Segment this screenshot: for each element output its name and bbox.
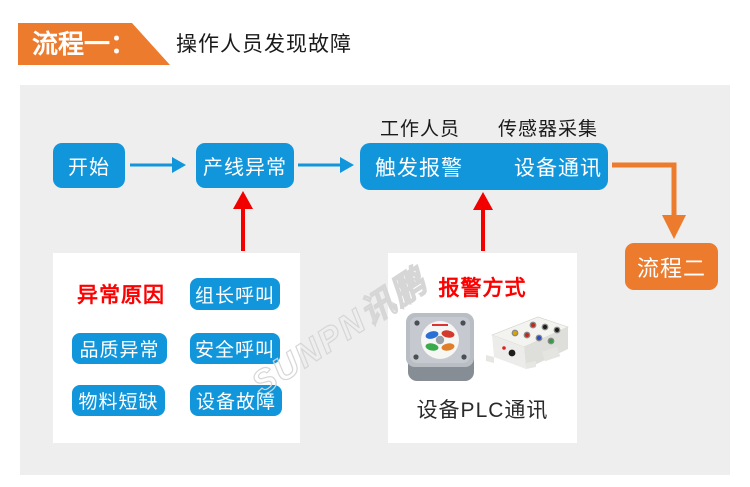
node-start: 开始 (53, 143, 125, 188)
andon-button-box-image (406, 313, 474, 381)
page-title: 操作人员发现故障 (176, 33, 352, 56)
cause-item-equipment-fault: 设备故障 (190, 385, 282, 416)
cause-item-safety-call: 安全呼叫 (190, 333, 280, 364)
node-trigger-alarm-label: 触发报警 (375, 156, 463, 180)
cause-panel-title: 异常原因 (77, 284, 165, 307)
plc-io-box-image (486, 316, 569, 369)
node-alarm-comm: 触发报警 设备通讯 (360, 143, 608, 190)
label-staff: 工作人员 (380, 119, 461, 140)
cause-item-material: 物料短缺 (72, 385, 165, 416)
alarm-panel-caption: 设备PLC通讯 (416, 399, 549, 422)
cause-item-quality: 品质异常 (72, 333, 167, 364)
alarm-panel: 报警方式 (388, 253, 577, 443)
process-one-badge: 流程一： (18, 23, 170, 65)
alarm-panel-title: 报警方式 (438, 277, 527, 300)
node-process-two: 流程二 (625, 243, 718, 290)
red-arrow-up-icon (473, 192, 493, 251)
red-arrow-up-icon (233, 191, 253, 251)
node-device-comm-label: 设备通讯 (514, 156, 602, 180)
cause-panel: 异常原因 组长呼叫 品质异常 安全呼叫 物料短缺 设备故障 (53, 253, 300, 443)
blue-arrow-right-icon (130, 157, 186, 173)
node-line-abnormal: 产线异常 (196, 143, 294, 188)
cause-item-leader-call: 组长呼叫 (190, 278, 280, 310)
label-sensor: 传感器采集 (498, 119, 599, 140)
orange-elbow-arrow-icon (612, 162, 686, 239)
alarm-devices-image (396, 305, 569, 387)
blue-arrow-right-icon (298, 157, 354, 173)
